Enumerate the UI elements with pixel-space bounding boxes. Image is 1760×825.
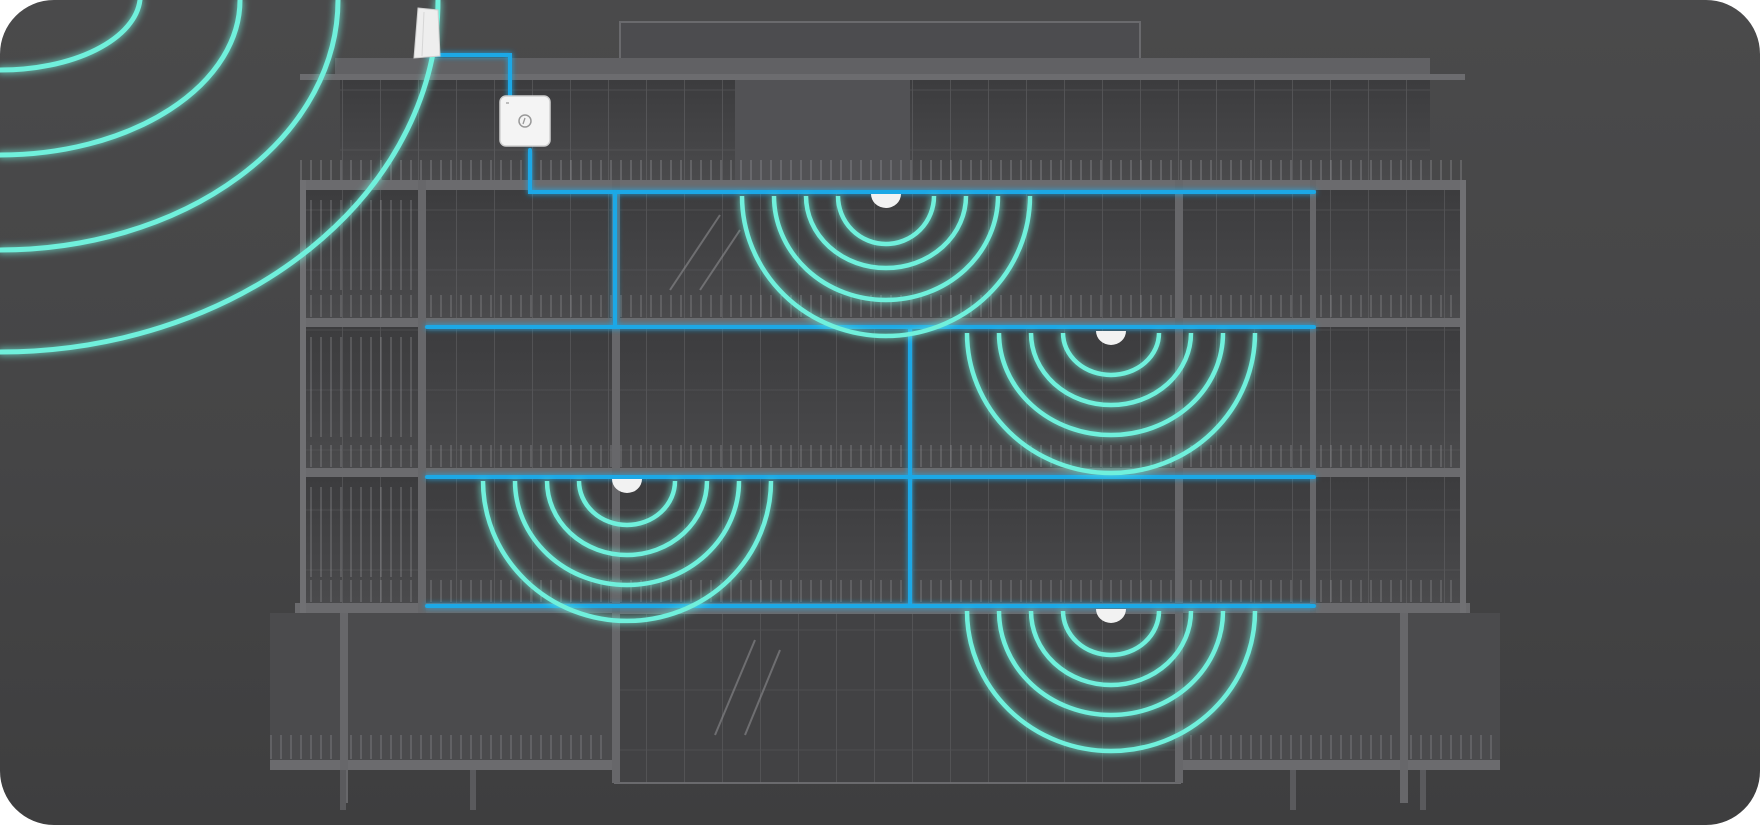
building-icon [270, 22, 1500, 810]
poe-switch [500, 96, 550, 146]
outdoor-access-point [414, 8, 440, 58]
